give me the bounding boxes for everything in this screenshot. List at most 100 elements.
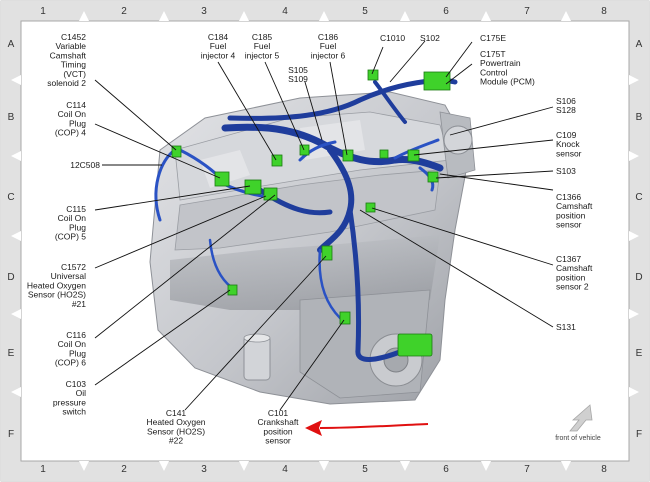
grid-col-label: 4 xyxy=(282,6,288,17)
callout-line: C1452 xyxy=(61,32,86,42)
frame-marker xyxy=(159,11,169,21)
callout-line: Control xyxy=(480,67,508,77)
callout-line: S131 xyxy=(556,322,576,332)
callout-line: position xyxy=(556,272,586,282)
frame-marker xyxy=(11,75,21,85)
callout-line: S109 xyxy=(288,74,308,84)
callout-line: S105 xyxy=(288,65,308,75)
callout-line: C175E xyxy=(480,33,506,43)
callout-line: sensor xyxy=(265,436,291,446)
callout-line: pressure xyxy=(53,397,86,407)
frame-marker xyxy=(629,151,639,161)
grid-col-label: 7 xyxy=(524,6,530,17)
connector-c103 xyxy=(227,284,238,296)
frame-marker xyxy=(629,75,639,85)
front-of-vehicle: front of vehicle xyxy=(555,404,601,442)
callout-line: C186 xyxy=(318,32,339,42)
callout-line: (VCT) xyxy=(63,69,86,79)
frame-marker xyxy=(11,387,21,397)
callout-line: Fuel xyxy=(320,41,337,51)
callout-line: #21 xyxy=(72,299,86,309)
frame-marker xyxy=(11,309,21,319)
callout-line: Timing xyxy=(61,60,86,70)
callout-line: Crankshaft xyxy=(257,417,299,427)
grid-row-label: E xyxy=(636,348,643,359)
grid-row-label: B xyxy=(8,112,15,123)
frame-marker xyxy=(11,231,21,241)
callout-line: Plug xyxy=(69,118,86,128)
grid-col-label: 1 xyxy=(40,464,46,475)
connector-s106 xyxy=(379,149,389,159)
frame-marker xyxy=(400,461,410,471)
callout-line: C175T xyxy=(480,49,506,59)
callout-line: sensor xyxy=(556,148,582,158)
callout-line: sensor 2 xyxy=(556,282,589,292)
grid-col-label: 7 xyxy=(524,464,530,475)
callout-line: Universal xyxy=(51,271,87,281)
frame-marker xyxy=(629,309,639,319)
grid-col-label: 2 xyxy=(121,464,127,475)
grid-row-label: B xyxy=(636,112,643,123)
connector-c1452 xyxy=(171,145,182,158)
callout-line: C114 xyxy=(66,100,86,110)
callout-line: S103 xyxy=(556,166,576,176)
connectors xyxy=(171,69,451,357)
grid-markers xyxy=(11,11,639,471)
connector-c114 xyxy=(214,171,230,187)
frame-marker xyxy=(561,11,571,21)
callout-line: C116 xyxy=(66,330,86,340)
callout-c1010: C1010 xyxy=(380,33,405,43)
grid-col-label: 3 xyxy=(201,6,207,17)
frame-marker xyxy=(319,461,329,471)
frame-marker xyxy=(79,461,89,471)
callout-line: Fuel xyxy=(254,41,271,51)
frame-marker xyxy=(239,11,249,21)
grid-col-label: 6 xyxy=(443,6,449,17)
connector-c109 xyxy=(407,149,420,162)
grid-row-label: A xyxy=(8,39,15,50)
callout-line: Oil xyxy=(76,388,87,398)
grid-col-label: 5 xyxy=(362,464,368,475)
frame-marker xyxy=(481,461,491,471)
callout-c175e: C175E xyxy=(480,33,506,43)
callout-line: injector 5 xyxy=(245,50,280,60)
callout-line: C184 xyxy=(208,32,229,42)
grid-col-label: 4 xyxy=(282,464,288,475)
frame-marker xyxy=(239,461,249,471)
grid-col-label: 8 xyxy=(601,464,607,475)
callout-c12508: 12C508 xyxy=(70,160,100,170)
callout-line: C1010 xyxy=(380,33,405,43)
grid-row-label: A xyxy=(636,39,643,50)
grid-row-label: C xyxy=(635,192,642,203)
frame-marker xyxy=(319,11,329,21)
callout-line: C109 xyxy=(556,130,577,140)
frame-marker xyxy=(11,151,21,161)
grid-col-label: 6 xyxy=(443,464,449,475)
callout-line: sensor xyxy=(556,220,582,230)
frame-marker xyxy=(481,11,491,21)
connector-c1367 xyxy=(365,202,376,213)
grid-row-label: D xyxy=(635,272,642,283)
callout-line: Plug xyxy=(69,348,86,358)
callout-line: 12C508 xyxy=(70,160,100,170)
frame-marker xyxy=(79,11,89,21)
grid-row-label: F xyxy=(8,429,14,440)
callout-line: C1367 xyxy=(556,254,581,264)
callout-line: Coil On xyxy=(58,109,87,119)
grid-col-label: 8 xyxy=(601,6,607,17)
front-of-vehicle-label: front of vehicle xyxy=(555,435,601,442)
callout-line: switch xyxy=(62,407,86,417)
grid-col-label: 5 xyxy=(362,6,368,17)
leader-lines xyxy=(94,40,554,411)
